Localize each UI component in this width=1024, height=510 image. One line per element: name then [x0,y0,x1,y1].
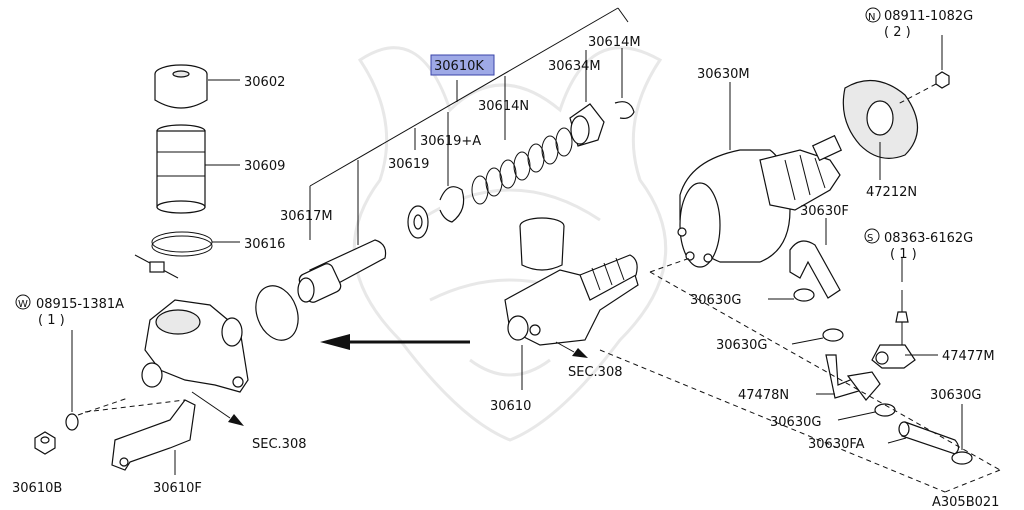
booster-30630M: 30630M [677,67,843,268]
hose-30630FA: 30630FA [808,421,960,455]
label-30610: 30610 [490,399,531,414]
nut-08911: N 08911-1082G ( 2 ) [865,7,973,105]
label-47478N: 47478N [738,388,789,403]
figure-code: A305B021 [932,495,999,510]
spring-30614N: 30614N [471,99,573,205]
master-cylinder-30610: 30610 [490,217,639,414]
washer-08915: W 08915-1381A ( 1 ) [15,294,129,431]
qty-08363: ( 1 ) [890,247,917,262]
label-30610B: 30610B [12,481,62,496]
dashed-guide-lines [84,257,1001,493]
label-30616: 30616 [244,237,285,252]
label-08911: 08911-1082G [884,9,973,24]
clip-47477M: 47477M [871,344,995,369]
nut-30610B: 30610B [12,431,62,496]
svg-text:30610K: 30610K [434,59,484,74]
label-30630FA: 30630FA [808,437,865,452]
reservoir-30609: 30609 [156,124,285,214]
clamp-30616: 30616 [134,231,285,279]
piston-assembly [297,239,387,303]
sec-ref-center-label: SEC.308 [568,365,623,380]
clamp-30630G-4: 30630G [930,388,981,465]
diaphragm-30617M: 30617M [255,209,333,341]
label-30630G-2: 30630G [716,338,767,353]
gasket-47212N: 47212N [842,79,918,200]
clip-30614M: 30614M [588,35,641,119]
label-30630G-1: 30630G [690,293,741,308]
label-30630F: 30630F [800,204,849,219]
label-30614N: 30614N [478,99,529,114]
bracket-lines-30610K [309,7,629,245]
label-30617M: 30617M [280,209,333,224]
clamp-30630G-1: 30630G [690,288,815,308]
n-prefix: N [868,12,875,23]
bolt-08363: S 08363-6162G ( 1 ) [864,228,973,345]
qty-08915: ( 1 ) [38,313,65,328]
sec-ref-left-label: SEC.308 [252,437,307,452]
tube-47478N: 47478N [738,354,881,403]
label-30619A: 30619+A [420,134,481,149]
hose-30630F: 30630F [789,204,849,299]
bracket-30610F: 30610F [111,399,202,496]
clamp-30630G-3: 30630G [770,403,896,430]
washer-30619: 30619 [388,157,429,239]
qty-08911: ( 2 ) [884,25,911,40]
w-prefix: W [18,299,28,310]
label-08915: 08915-1381A [36,297,124,312]
label-30634M: 30634M [548,59,601,74]
sec-ref-center: SEC.308 [555,341,623,380]
snap-ring-30619A: 30619+A [420,134,481,223]
clamp-30630G-2: 30630G [716,328,844,353]
label-30602: 30602 [244,75,285,90]
label-30630G-4: 30630G [930,388,981,403]
label-47212N: 47212N [866,185,917,200]
part-callout-30610K[interactable]: 30610K [430,54,495,76]
cap-30602: 30602 [154,64,285,109]
label-30614M: 30614M [588,35,641,50]
direction-arrow [320,334,470,350]
label-30630G-3: 30630G [770,415,821,430]
label-08363: 08363-6162G [884,231,973,246]
sec-ref-left: SEC.308 [191,391,307,452]
label-30630M: 30630M [697,67,750,82]
label-47477M: 47477M [942,349,995,364]
label-30609: 30609 [244,159,285,174]
master-cylinder-body [141,299,249,393]
s-prefix: S [867,233,873,244]
label-30619: 30619 [388,157,429,172]
boot-30634M: 30634M [548,59,605,147]
label-30610F: 30610F [153,481,202,496]
